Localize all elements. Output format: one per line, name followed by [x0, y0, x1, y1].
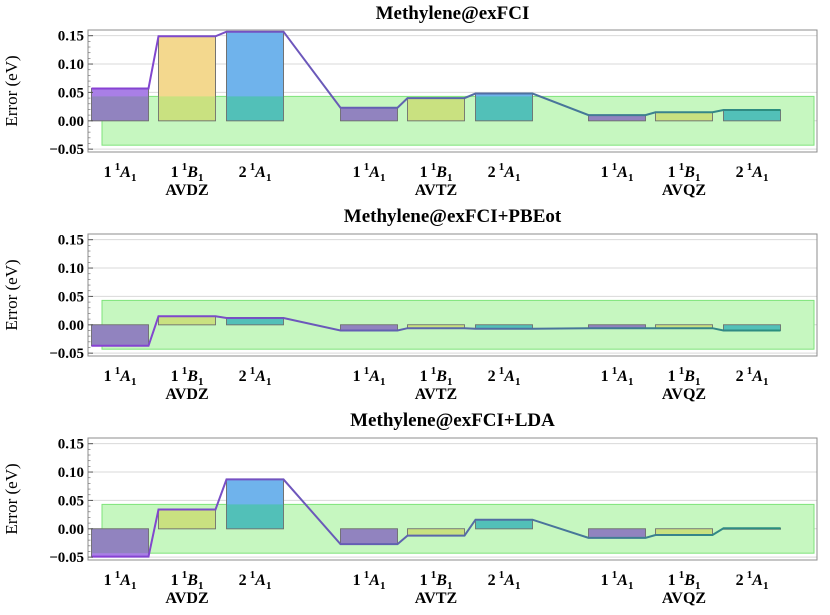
ytick-label: 0.15: [58, 29, 84, 45]
chart-title: Methylene@exFCI+PBEot: [344, 206, 562, 227]
bar-inband-avqz-2: [655, 528, 713, 536]
bar-inband-avqz-2: [655, 324, 713, 329]
xtick-label: 1 1B1: [171, 161, 204, 184]
xtick-label: 2 1A1: [488, 161, 521, 184]
bar-inband-avqz-1: [588, 528, 646, 538]
plot-frame: [87, 437, 818, 561]
bar-inband-avdz-3: [226, 96, 284, 121]
xtick-label: 1 1A1: [104, 365, 137, 388]
chart-panel-2: Methylene@exFCI+PBEot −0.05 0.00 0.05 0.10 0.…: [2, 206, 818, 403]
ytick-label: 0.15: [58, 437, 84, 453]
bar-inband-avdz-1: [91, 528, 149, 554]
xtick-label: 2 1A1: [239, 365, 272, 388]
chart-title: Methylene@exFCI: [376, 3, 530, 24]
bar-inband-avtz-2: [407, 324, 465, 329]
plot-frame: [87, 29, 818, 153]
ytick-label: 0.10: [58, 57, 84, 73]
y-axis-label: Error (eV): [2, 463, 21, 534]
bar-inband-avtz-2: [407, 528, 465, 536]
chart-panel-1: Methylene@exFCI −0.05 0.00 0.05 0.10 0.15Erro…: [2, 3, 818, 199]
xtick-label: 1 1A1: [601, 365, 634, 388]
xtick-label: 2 1A1: [736, 569, 769, 592]
bar-inband-avdz-1: [91, 96, 149, 121]
xtick-label: 1 1B1: [420, 365, 453, 388]
bar-inband-avqz-2: [655, 112, 713, 121]
xgroup-label: AVQZ: [662, 590, 706, 607]
ytick-label: −0.05: [49, 142, 84, 158]
chart-panel-3: Methylene@exFCI+LDA −0.05 0.00 0.05 0.10 0.15…: [2, 410, 818, 607]
bar-inband-avdz-1: [91, 324, 149, 346]
bar-inband-avtz-1: [340, 107, 398, 121]
xtick-label: 2 1A1: [736, 365, 769, 388]
bar-inband-avtz-2: [407, 98, 465, 121]
series-line: [91, 315, 781, 347]
xgroup-label: AVTZ: [415, 590, 457, 607]
ytick-label: 0.10: [58, 465, 84, 481]
xtick-label: 1 1A1: [353, 365, 386, 388]
xtick-label: 1 1B1: [420, 161, 453, 184]
bar-inband-avdz-2: [158, 509, 216, 529]
ytick-label: 0.00: [58, 318, 84, 334]
ytick-label: 0.10: [58, 261, 84, 277]
ytick-label: 0.00: [58, 114, 84, 130]
ytick-label: 0.05: [58, 289, 84, 305]
xgroup-label: AVTZ: [415, 386, 457, 403]
bar-inband-avqz-1: [588, 324, 646, 329]
xtick-label: 1 1B1: [420, 569, 453, 592]
series-line: [91, 30, 781, 117]
ytick-label: 0.05: [58, 85, 84, 101]
bar-inband-avqz-3: [723, 324, 781, 331]
xtick-label: 2 1A1: [239, 569, 272, 592]
series-line: [91, 478, 781, 558]
bar-inband-avdz-3: [226, 504, 284, 529]
xtick-label: 2 1A1: [488, 365, 521, 388]
bar-inband-avqz-3: [723, 110, 781, 121]
y-axis-label: Error (eV): [2, 259, 21, 330]
xtick-label: 1 1B1: [171, 365, 204, 388]
xgroup-label: AVQZ: [662, 182, 706, 199]
ytick-label: 0.00: [58, 522, 84, 538]
xtick-label: 1 1B1: [171, 569, 204, 592]
bar-inband-avtz-1: [340, 324, 398, 331]
plot-frame: [87, 233, 818, 357]
xtick-label: 1 1A1: [104, 161, 137, 184]
bar-inband-avtz-3: [475, 324, 533, 329]
xtick-label: 1 1A1: [353, 569, 386, 592]
y-axis-label: Error (eV): [2, 55, 21, 126]
ytick-label: −0.05: [49, 550, 84, 566]
xgroup-label: AVDZ: [165, 182, 208, 199]
bar-inband-avqz-1: [588, 115, 646, 121]
ytick-label: −0.05: [49, 346, 84, 362]
xgroup-label: AVTZ: [415, 182, 457, 199]
xtick-label: 2 1A1: [488, 569, 521, 592]
ytick-label: 0.05: [58, 493, 84, 509]
xtick-label: 1 1B1: [668, 365, 701, 388]
xtick-label: 2 1A1: [239, 161, 272, 184]
xtick-label: 1 1B1: [668, 161, 701, 184]
bar-inband-avtz-3: [475, 519, 533, 529]
chart-title: Methylene@exFCI+LDA: [350, 410, 555, 431]
xtick-label: 1 1A1: [353, 161, 386, 184]
xgroup-label: AVDZ: [165, 590, 208, 607]
bar-inband-avdz-2: [158, 316, 216, 325]
xtick-label: 1 1A1: [104, 569, 137, 592]
xgroup-label: AVQZ: [662, 386, 706, 403]
bar-inband-avtz-3: [475, 96, 533, 121]
bar-inband-avtz-1: [340, 528, 398, 545]
ytick-label: 0.15: [58, 233, 84, 249]
xtick-label: 1 1A1: [601, 161, 634, 184]
xgroup-label: AVDZ: [165, 386, 208, 403]
bar-inband-avdz-2: [158, 96, 216, 121]
xtick-label: 1 1A1: [601, 569, 634, 592]
bar-inband-avdz-3: [226, 317, 284, 325]
xtick-label: 2 1A1: [736, 161, 769, 184]
xtick-label: 1 1B1: [668, 569, 701, 592]
